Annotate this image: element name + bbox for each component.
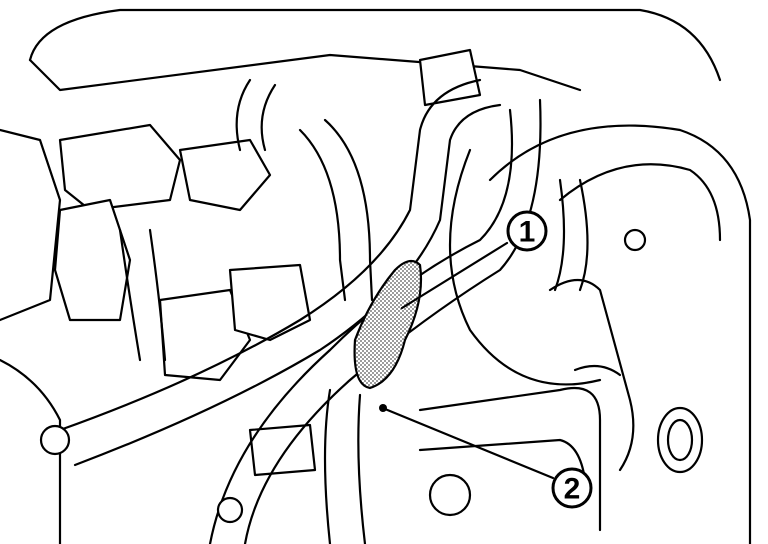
hoses — [58, 78, 635, 544]
callout-2-label: 2 — [564, 473, 581, 506]
body-panel — [0, 8, 752, 544]
callout-2: 2 — [551, 467, 593, 509]
callout-1: 1 — [506, 210, 548, 252]
callout-1-label: 1 — [519, 216, 536, 249]
hatched-component — [353, 259, 423, 390]
callout-2-target-dot — [379, 404, 387, 412]
fittings — [39, 228, 704, 524]
connectors-left — [53, 48, 482, 477]
callout-1-leader — [400, 241, 509, 310]
callout-2-leader — [383, 407, 555, 480]
